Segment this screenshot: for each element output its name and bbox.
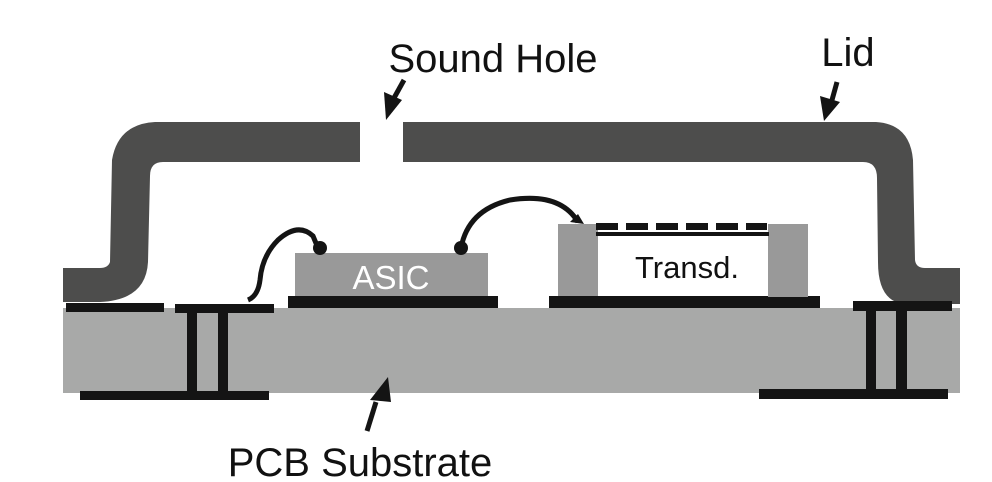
transducer-post-right [768,224,808,297]
via-left-barrel-2 [218,312,228,392]
lid-label: Lid [821,31,874,75]
via-pad-right-top [853,301,952,311]
transducer-label: Transd. [635,250,739,285]
pcb-substrate-arrow [364,377,391,432]
bond-ball-asic-right [454,241,468,255]
transducer-backplate [596,232,769,236]
bond-wire-pad-to-asic [246,227,321,303]
sound-hole-arrow [384,78,407,120]
asic-pad [288,296,498,308]
transducer-pad [549,296,820,308]
lid-arrow [820,81,840,121]
bond-wire-asic-to-transducer [458,195,581,249]
via-right-barrel-2 [896,311,907,392]
lid-left [63,122,360,302]
via-right-barrel-1 [866,311,876,392]
via-pad-right-bottom [759,389,948,399]
asic-die [295,253,488,296]
sound-hole-label: Sound Hole [388,37,597,81]
via-left-barrel-1 [187,312,197,392]
lid-pad-left [66,303,164,312]
via-pad-left-top [175,304,274,313]
bond-wire-end-transducer [570,214,584,224]
bond-ball-asic-left [313,241,327,255]
asic-label: ASIC [352,259,429,296]
transducer-membrane-dashed [596,223,767,230]
transducer-post-left [558,224,598,296]
lid-right [403,122,960,304]
pcb-substrate [63,308,960,393]
via-pad-left-bottom [80,391,269,400]
pcb-substrate-label: PCB Substrate [228,441,493,482]
